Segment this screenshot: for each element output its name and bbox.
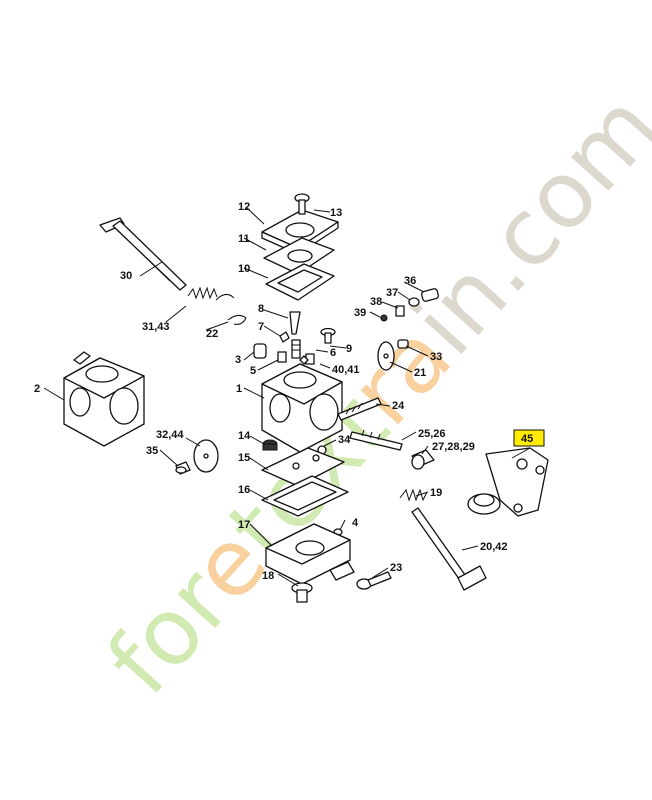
- leader-lines: [43, 206, 531, 587]
- part-spring-38[interactable]: [395, 305, 405, 317]
- label-11[interactable]: 11: [238, 233, 250, 245]
- part-carburetor-assembly[interactable]: [63, 351, 145, 447]
- label-9[interactable]: 9: [346, 343, 352, 355]
- part-spring-19[interactable]: [399, 488, 428, 502]
- label-4[interactable]: 4: [352, 517, 359, 529]
- part-pump-diaphragm[interactable]: [261, 447, 345, 487]
- part-throttle-plate[interactable]: [193, 439, 219, 473]
- part-small-screw[interactable]: [277, 351, 287, 363]
- part-screw-23[interactable]: [356, 571, 392, 590]
- part-jet[interactable]: [291, 339, 301, 359]
- part-screw-35[interactable]: [175, 461, 191, 475]
- part-diaphragm[interactable]: [263, 237, 335, 275]
- label-31-43[interactable]: 31,43: [142, 321, 170, 333]
- part-disc-21[interactable]: [377, 341, 395, 371]
- part-fitting-33[interactable]: [397, 339, 409, 349]
- part-gasket[interactable]: [265, 263, 335, 301]
- label-23[interactable]: 23: [390, 562, 402, 574]
- label-19[interactable]: 19: [430, 487, 442, 499]
- highlight-box-45: [513, 429, 545, 447]
- part-bracket[interactable]: [467, 447, 549, 517]
- label-10[interactable]: 10: [238, 263, 250, 275]
- watermark: foretextrain.com: [87, 74, 652, 715]
- label-15[interactable]: 15: [238, 452, 250, 464]
- part-labels: 12 13 11 10 30 31,43 22 8 7 3 5 6 9 40,4…: [34, 201, 533, 582]
- part-limiter-cap[interactable]: [411, 449, 435, 470]
- label-18[interactable]: 18: [262, 570, 274, 582]
- label-32-44[interactable]: 32,44: [156, 429, 184, 441]
- label-21[interactable]: 21: [414, 367, 426, 379]
- label-12[interactable]: 12: [238, 201, 250, 213]
- label-3[interactable]: 3: [235, 354, 241, 366]
- part-cap[interactable]: [253, 343, 267, 359]
- part-adjust-needle[interactable]: [349, 429, 403, 451]
- label-14[interactable]: 14: [238, 430, 251, 442]
- part-pump-cover[interactable]: [265, 523, 355, 585]
- part-needle[interactable]: [279, 311, 301, 343]
- label-5[interactable]: 5: [250, 365, 256, 377]
- label-38[interactable]: 38: [370, 296, 382, 308]
- label-2[interactable]: 2: [34, 383, 40, 395]
- part-fitting-36[interactable]: [421, 288, 439, 302]
- label-20-42[interactable]: 20,42: [480, 541, 508, 553]
- part-throttle-shaft[interactable]: [99, 217, 187, 291]
- label-22[interactable]: 22: [206, 328, 218, 340]
- label-30[interactable]: 30: [120, 270, 132, 282]
- part-cover[interactable]: [261, 209, 339, 255]
- label-17[interactable]: 17: [238, 519, 250, 531]
- label-45[interactable]: 45: [521, 433, 533, 445]
- part-pump-gasket[interactable]: [261, 475, 349, 517]
- label-36[interactable]: 36: [404, 275, 416, 287]
- label-40-41[interactable]: 40,41: [332, 364, 360, 376]
- label-37[interactable]: 37: [386, 287, 398, 299]
- part-filter[interactable]: [262, 439, 278, 451]
- label-33[interactable]: 33: [430, 351, 442, 363]
- part-adjust-screw[interactable]: [337, 397, 382, 421]
- label-1[interactable]: 1: [236, 383, 242, 395]
- part-screw-18[interactable]: [291, 582, 313, 603]
- label-25-26[interactable]: 25,26: [418, 428, 446, 440]
- label-27-28-29[interactable]: 27,28,29: [432, 441, 475, 453]
- label-39[interactable]: 39: [354, 307, 366, 319]
- part-carburetor-body[interactable]: [261, 355, 343, 453]
- label-34[interactable]: 34: [338, 434, 351, 446]
- label-8[interactable]: 8: [258, 303, 264, 315]
- label-24[interactable]: 24: [392, 400, 405, 412]
- label-16[interactable]: 16: [238, 484, 250, 496]
- part-clip[interactable]: [227, 314, 247, 325]
- part-choke-shaft[interactable]: [411, 507, 487, 591]
- watermark-part-6: in.com: [393, 74, 652, 376]
- part-ring-37[interactable]: [408, 297, 420, 307]
- label-13[interactable]: 13: [330, 207, 342, 219]
- svg-text:foretextrain.com: foretextrain.com: [87, 74, 652, 715]
- label-35[interactable]: 35: [146, 445, 158, 457]
- part-screw-top[interactable]: [294, 193, 310, 215]
- part-throttle-spring[interactable]: [187, 286, 235, 301]
- part-screw-9[interactable]: [320, 327, 336, 344]
- label-7[interactable]: 7: [258, 321, 264, 333]
- label-6[interactable]: 6: [330, 347, 336, 359]
